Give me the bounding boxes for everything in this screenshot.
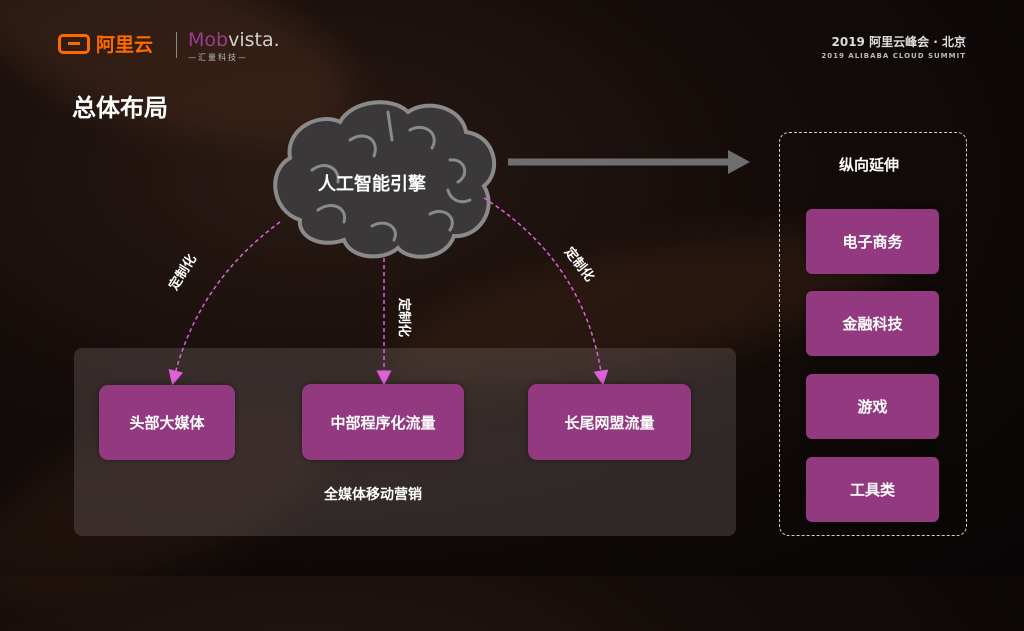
mobvista-name-a: Mob [188,29,229,51]
engine-label: 人工智能引擎 [318,174,426,195]
media-panel-label: 全媒体移动营销 [324,487,422,503]
long-tail-traffic-box: 长尾网盟流量 [528,384,691,460]
head-media-box: 头部大媒体 [99,385,235,460]
alibaba-cloud-logo: 阿里云 [58,30,153,57]
arrow-to-long-tail [483,197,609,386]
mobvista-name-b: vista. [228,29,280,51]
mobvista-logo: Mobvista. —汇量科技— [188,29,280,62]
vertical-extension-title: 纵向延伸 [839,156,900,174]
fintech-box: 金融科技 [806,291,939,356]
gray-arrow [508,150,750,174]
programmatic-traffic-box: 中部程序化流量 [302,384,464,460]
ecommerce-box: 电子商务 [806,209,939,274]
customize-label-center: 定制化 [396,297,412,338]
alibaba-cloud-logo-text: 阿里云 [96,34,154,56]
summit-line-1: 2019 阿里云峰会 · 北京 [831,35,967,49]
tools-box: 工具类 [806,457,939,522]
diagram-graphics [168,100,750,386]
games-box: 游戏 [806,374,939,439]
brain-icon [273,100,497,259]
page-title: 总体布局 [72,94,168,122]
summit-line-2: 2019 ALIBABA CLOUD SUMMIT [821,52,966,60]
summit-badge: 2019 阿里云峰会 · 北京 2019 ALIBABA CLOUD SUMMI… [821,33,966,60]
alibaba-cloud-icon [58,33,90,54]
mobvista-subtitle: 汇量科技 [198,53,238,62]
vertical-extension-panel [779,132,967,536]
arrow-to-head-media [168,221,281,386]
logo-divider [176,32,177,58]
